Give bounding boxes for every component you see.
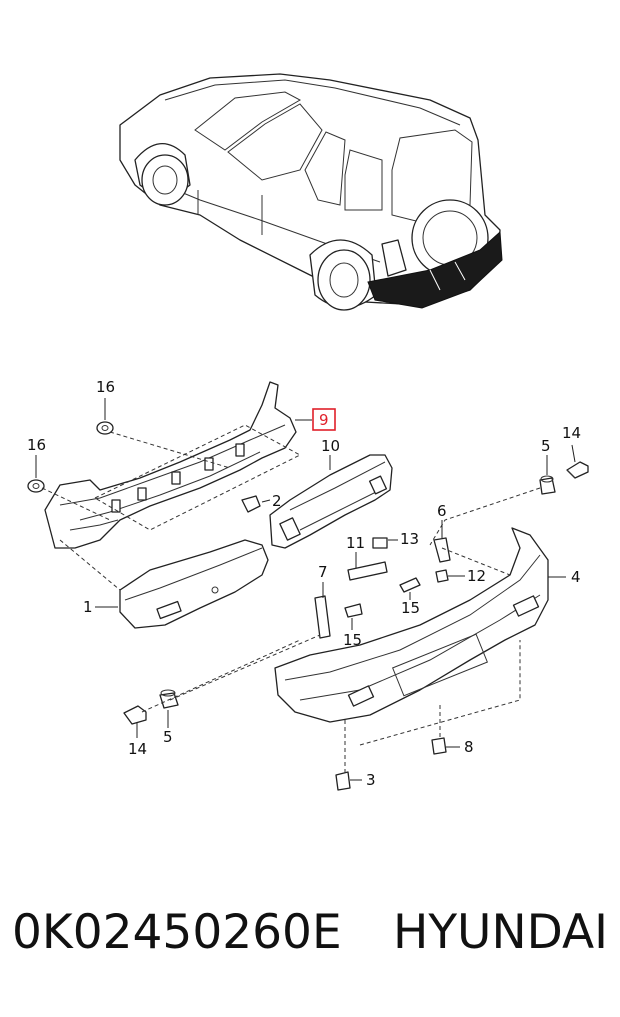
callout-16-left: 16 <box>27 436 46 454</box>
callout-15-lower: 15 <box>343 631 362 649</box>
callout-8: 8 <box>464 738 474 756</box>
callout-9-highlight-box <box>312 408 336 431</box>
energy-absorber-part <box>269 454 393 549</box>
callout-10: 10 <box>321 437 340 455</box>
bumper-beam-part <box>44 381 302 549</box>
rear-bumper-cover-part <box>274 527 549 723</box>
callout-1: 1 <box>83 598 93 616</box>
part-number: 0K02450260E <box>12 905 342 960</box>
hardware-parts <box>27 421 589 791</box>
callout-16-top: 16 <box>96 378 115 396</box>
callout-3: 3 <box>366 771 376 789</box>
callout-5-right: 5 <box>541 437 551 455</box>
callout-7: 7 <box>318 563 328 581</box>
footer: 0K02450260E HYUNDAI <box>0 905 620 975</box>
vehicle-illustration <box>119 73 503 311</box>
parts-diagram: 16 16 9 10 2 1 5 14 6 4 13 11 12 15 7 15… <box>27 73 589 791</box>
assembly-lines <box>41 431 541 775</box>
callout-5-left: 5 <box>163 728 173 746</box>
brand-name: HYUNDAI <box>393 905 608 960</box>
callout-14-left: 14 <box>128 740 147 758</box>
leader-lines <box>35 398 576 781</box>
callout-15-upper: 15 <box>401 599 420 617</box>
callouts: 16 16 9 10 2 1 5 14 6 4 13 11 12 15 7 15… <box>27 378 581 789</box>
callout-9: 9 <box>319 411 329 429</box>
callout-6: 6 <box>437 502 447 520</box>
callout-13: 13 <box>400 530 419 548</box>
callout-14-right: 14 <box>562 424 581 442</box>
callout-12: 12 <box>467 567 486 585</box>
callout-4: 4 <box>571 568 581 586</box>
callout-11: 11 <box>346 534 365 552</box>
front-bumper-cover-part <box>59 539 269 629</box>
callout-2: 2 <box>272 492 282 510</box>
